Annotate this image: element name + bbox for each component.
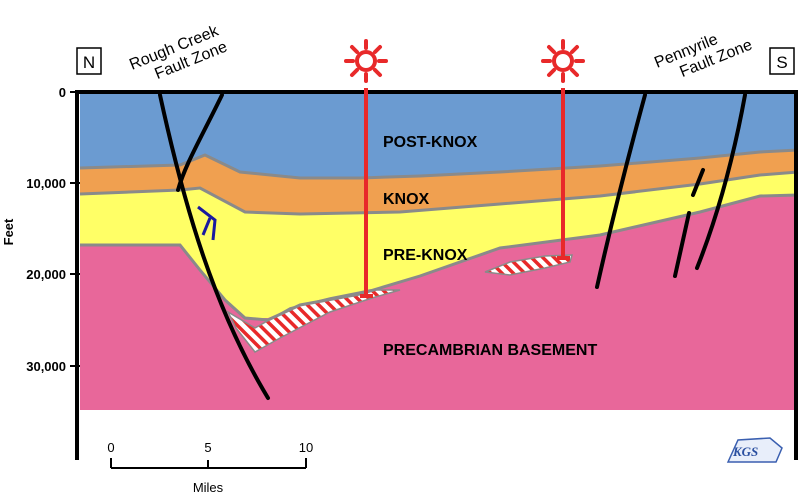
kgs-logo-text: KGS: [732, 444, 758, 459]
depth-tick-10000: 10,000: [26, 176, 66, 191]
drilling-well-icon: [541, 39, 585, 83]
well-2: [541, 39, 585, 260]
kgs-logo: KGS: [726, 437, 783, 463]
depth-axis-label: Feet: [1, 218, 16, 245]
depth-tick-30000: 30,000: [26, 359, 66, 374]
depth-ticks: [70, 91, 80, 367]
fault-lines: [158, 93, 747, 400]
rough-creek-fault-label: Rough Creek Fault Zone: [127, 22, 230, 83]
rough-creek-fault-branch: [176, 93, 224, 192]
post-knox-layer: [80, 90, 798, 178]
pennyrile-fault-3a: [691, 168, 705, 197]
south-label: S: [776, 53, 787, 72]
rough-creek-fault-main: [158, 93, 270, 400]
scale-label: Miles: [193, 480, 224, 495]
well-1: [344, 39, 388, 298]
scale-tick-5: 5: [204, 440, 211, 455]
pennyrile-fault-label: Pennyrile Fault Zone: [652, 31, 755, 81]
post-knox-label: POST-KNOX: [383, 134, 478, 151]
precambrian-basement-label: PRECAMBRIAN BASEMENT: [383, 342, 597, 359]
hatched-wedge-east: [484, 254, 574, 276]
scale-tick-0: 0: [107, 440, 114, 455]
scale-bar: [110, 458, 307, 469]
pennyrile-fault-1: [595, 93, 647, 289]
fault-arrow-icon: [197, 205, 217, 241]
knox-label: KNOX: [383, 191, 430, 208]
contact-lines: [79, 148, 799, 322]
depth-tick-20000: 20,000: [26, 267, 66, 282]
depth-tick-0: 0: [59, 85, 66, 100]
south-box: [769, 47, 795, 75]
drilling-well-icon: [344, 39, 388, 83]
pennyrile-fault-2: [695, 93, 747, 270]
north-label: N: [83, 53, 95, 72]
pre-knox-label: PRE-KNOX: [383, 247, 468, 264]
pennyrile-fault-3b: [673, 211, 691, 278]
scale-tick-10: 10: [299, 440, 313, 455]
north-box: [76, 47, 102, 75]
